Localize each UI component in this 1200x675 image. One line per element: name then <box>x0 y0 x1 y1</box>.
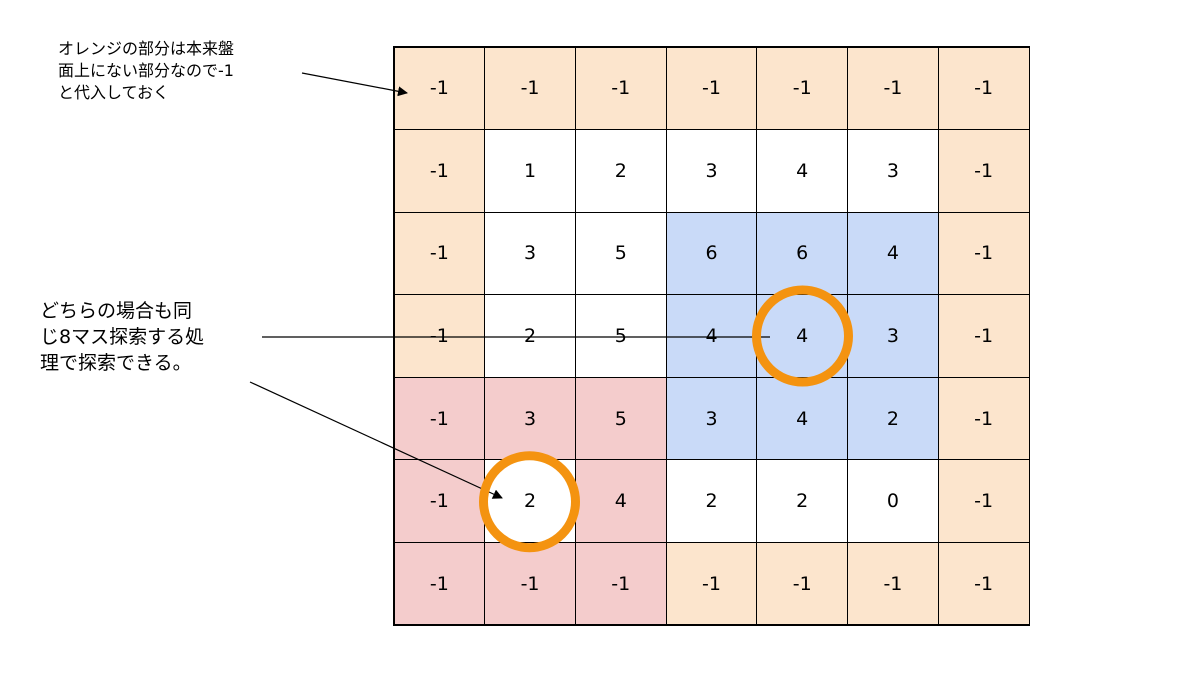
grid-cell: -1 <box>665 541 758 626</box>
grid-cell: 6 <box>665 211 758 296</box>
grid-cell: -1 <box>393 376 486 461</box>
grid-cell: -1 <box>484 541 576 626</box>
grid-cell: -1 <box>393 129 486 213</box>
grid-cell: 3 <box>484 211 576 296</box>
grid-cell: -1 <box>665 46 758 131</box>
grid-cell: 1 <box>484 129 576 213</box>
grid-cell: 4 <box>847 211 939 296</box>
grid-cell: 2 <box>847 376 939 461</box>
grid-cell: -1 <box>393 294 486 378</box>
grid-cell: 5 <box>574 294 667 378</box>
grid-cell: -1 <box>937 46 1030 131</box>
grid-cell: -1 <box>393 459 486 543</box>
grid-cell: 2 <box>756 459 849 543</box>
grid-cell: 0 <box>847 459 939 543</box>
grid-cell: 3 <box>847 129 939 213</box>
arrow-to-border-cell <box>301 72 408 97</box>
orange-area-note: オレンジの部分は本来盤 面上にない部分なので-1 と代入しておく <box>58 39 235 102</box>
grid-cell: 2 <box>574 129 667 213</box>
grid-cell: -1 <box>756 46 849 131</box>
grid-cell: -1 <box>937 541 1030 626</box>
grid-cell: -1 <box>393 541 486 626</box>
grid-cell: 5 <box>574 211 667 296</box>
grid-cell: -1 <box>574 541 667 626</box>
grid-cell: -1 <box>937 376 1030 461</box>
grid-cell: 3 <box>665 376 758 461</box>
grid-cell: -1 <box>393 211 486 296</box>
grid-cell: 3 <box>484 376 576 461</box>
grid-cell: 3 <box>847 294 939 378</box>
grid-cell: -1 <box>484 46 576 131</box>
grid-cell: -1 <box>937 459 1030 543</box>
grid-cell: -1 <box>937 211 1030 296</box>
search-process-note: どちらの場合も同 じ8マス探索する処 理で探索できる。 <box>40 300 205 374</box>
grid-cell: 4 <box>756 294 849 378</box>
grid-cell: 2 <box>484 459 576 543</box>
grid-cell: 3 <box>665 129 758 213</box>
grid-cell: 4 <box>756 129 849 213</box>
grid-cell: 4 <box>574 459 667 543</box>
grid-cell: -1 <box>937 129 1030 213</box>
grid-cell: 2 <box>665 459 758 543</box>
grid-cell: -1 <box>937 294 1030 378</box>
grid-cell: 5 <box>574 376 667 461</box>
grid-cell: 2 <box>484 294 576 378</box>
grid-cell: -1 <box>393 46 486 131</box>
grid-cell: 6 <box>756 211 849 296</box>
grid-cell: -1 <box>847 46 939 131</box>
grid-cell: 4 <box>665 294 758 378</box>
grid-cell: -1 <box>574 46 667 131</box>
grid-cell: -1 <box>847 541 939 626</box>
grid-cell: 4 <box>756 376 849 461</box>
grid-cell: -1 <box>756 541 849 626</box>
